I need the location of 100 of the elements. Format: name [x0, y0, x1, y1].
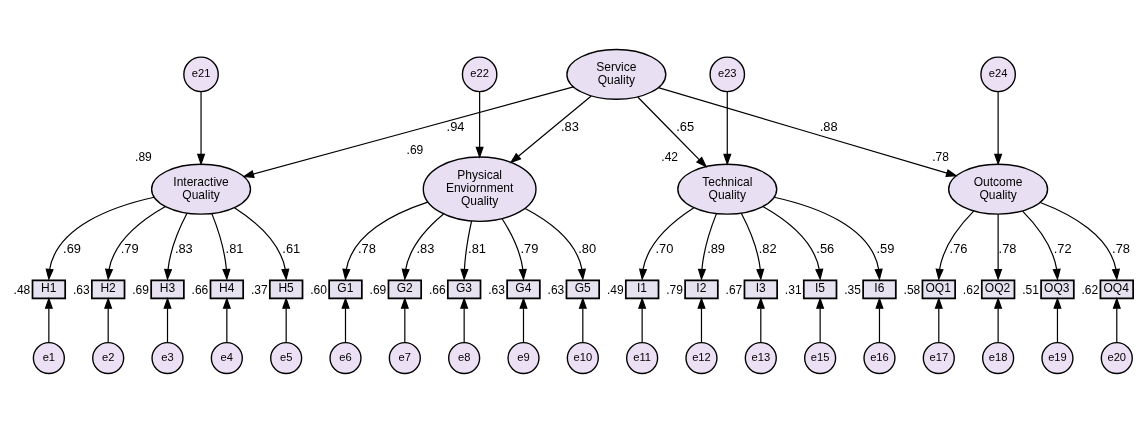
arrow — [1022, 210, 1061, 281]
edge-label: .61 — [282, 241, 301, 257]
node-circle: e21 — [183, 56, 219, 93]
arrow — [934, 296, 943, 344]
node-label: .48 — [13, 283, 31, 298]
node-label: .63 — [547, 283, 565, 298]
node-label: .69 — [132, 283, 149, 298]
node-label: .62 — [1081, 283, 1099, 298]
edge-label: .78 — [358, 241, 376, 257]
arrow — [578, 296, 587, 344]
node-ellipse: Interactive Quality — [150, 163, 252, 215]
arrow — [163, 212, 188, 281]
edge-label: .83 — [560, 119, 579, 135]
node-label: .31 — [784, 283, 802, 298]
node-circle: e5 — [270, 341, 303, 375]
edge-label: .79 — [520, 241, 539, 257]
arrow — [740, 212, 765, 281]
arrow — [1039, 201, 1121, 281]
node-circle: e18 — [981, 341, 1015, 375]
edge-label: .80 — [578, 241, 597, 257]
arrow — [509, 95, 592, 164]
node-label: .63 — [488, 283, 505, 298]
arrow — [211, 213, 231, 281]
node-label: .60 — [310, 283, 327, 298]
arrow — [762, 205, 824, 281]
arrow — [637, 96, 708, 168]
arrow — [233, 207, 290, 281]
edge-label: .78 — [998, 241, 1017, 257]
node-label: .49 — [606, 283, 624, 298]
node-circle: e10 — [566, 341, 599, 375]
node-circle: e19 — [1041, 341, 1074, 375]
edge-label: .94 — [446, 119, 465, 135]
node-circle: e12 — [685, 341, 718, 375]
edge-label: .88 — [819, 119, 838, 135]
arrow — [993, 91, 1003, 166]
edge-label: .81 — [225, 241, 244, 257]
node-label: .58 — [903, 283, 921, 298]
edge-label: .69 — [63, 241, 82, 257]
node-circle: e3 — [151, 341, 184, 375]
arrow — [875, 296, 884, 344]
edge-label: .78 — [1112, 241, 1131, 257]
arrow — [697, 296, 706, 344]
node-label: .78 — [932, 149, 949, 164]
edge-label: .70 — [655, 241, 674, 257]
arrow — [697, 213, 718, 281]
node-circle: e9 — [507, 341, 540, 375]
arrow — [104, 296, 113, 344]
arrow — [1053, 296, 1062, 344]
arrow — [341, 296, 350, 344]
node-label: .63 — [72, 283, 90, 298]
node-label: .37 — [250, 283, 268, 298]
node-circle: e4 — [210, 341, 243, 375]
arrow — [163, 296, 172, 344]
node-label: .69 — [369, 283, 387, 298]
node-ellipse: Service Quality — [566, 48, 667, 100]
node-ellipse: Outcome Quality — [948, 163, 1049, 215]
arrow — [638, 207, 695, 281]
arrow — [44, 296, 53, 344]
arrow — [524, 207, 587, 281]
node-circle: e7 — [388, 341, 421, 375]
edge-label: .76 — [949, 241, 968, 257]
edge-label: .83 — [416, 241, 435, 257]
arrow — [45, 196, 155, 281]
node-label: .51 — [1022, 283, 1039, 298]
arrow — [519, 296, 528, 344]
edge-label: .79 — [120, 241, 139, 257]
arrow — [501, 218, 527, 281]
edge-label: .82 — [758, 241, 777, 257]
node-circle: e11 — [625, 341, 659, 375]
edge-label: .72 — [1053, 241, 1072, 257]
arrow — [657, 87, 958, 177]
node-label: .35 — [844, 283, 861, 298]
arrow — [756, 296, 765, 344]
node-label: .62 — [962, 283, 980, 298]
node-circle: e23 — [709, 56, 746, 93]
node-circle: e2 — [92, 341, 125, 375]
arrow — [342, 201, 429, 281]
arrow — [242, 86, 575, 178]
arrow — [1112, 296, 1121, 344]
arrow — [401, 213, 445, 281]
node-label: .79 — [666, 283, 683, 298]
node-label: .67 — [725, 283, 743, 298]
node-circle: e16 — [863, 341, 896, 375]
arrow — [104, 205, 166, 281]
node-circle: e6 — [329, 341, 362, 375]
edge-label: .81 — [468, 241, 487, 257]
node-ellipse: Physical Enviornment Quality — [422, 156, 537, 223]
edge-label: .59 — [876, 241, 895, 257]
arrow — [460, 296, 469, 344]
arrow — [773, 196, 883, 281]
arrow — [993, 213, 1003, 281]
edge-label: .56 — [816, 241, 835, 257]
node-label: .69 — [406, 142, 424, 157]
node-circle: e8 — [448, 341, 481, 375]
arrow — [196, 91, 206, 166]
edge-label: .89 — [707, 241, 726, 257]
node-ellipse: Technical Quality — [677, 163, 778, 215]
arrow — [282, 296, 291, 344]
node-label: .66 — [428, 283, 446, 298]
node-circle: e13 — [744, 341, 777, 375]
